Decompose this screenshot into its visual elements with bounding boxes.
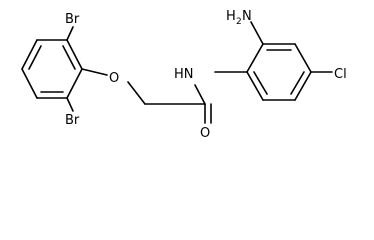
bond-ring-o [81,68,108,76]
chemical-structure: Br Br O HN O H 2 N Cl [21,9,347,141]
bond-c-br-bottom [66,97,74,112]
bond-c-br-top [66,26,74,41]
atom-nh2-h: H [226,9,236,24]
bond-ring-nh2 [250,21,264,45]
atom-nh2-n: N [242,9,252,24]
aminochlorophenyl-ring [246,43,312,101]
bond-carbonyl-n [194,84,206,105]
atom-nh: HN [174,67,194,82]
dibromophenyl-ring [21,39,83,99]
atom-nh2-subscript: 2 [236,17,242,27]
atom-br-top: Br [65,12,80,27]
atom-o-carbonyl: O [200,126,210,141]
atom-cl: Cl [334,67,347,82]
atom-o-ether: O [109,71,119,86]
atom-br-bottom: Br [65,113,80,128]
bond-o-ch2 [127,81,146,105]
